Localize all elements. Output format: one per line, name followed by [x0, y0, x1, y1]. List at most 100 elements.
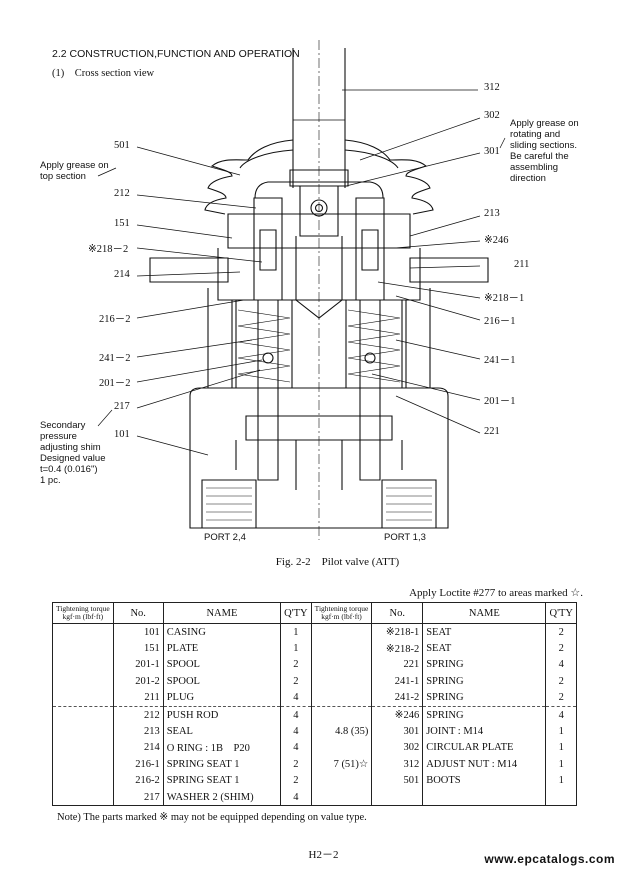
torque-header-line: Tightening torque [314, 604, 369, 613]
name-header: NAME [162, 602, 282, 624]
part-no-cell: 212 [112, 706, 164, 724]
part-name-cell: SPRING SEAT 1 [162, 772, 282, 789]
port-left-label: PORT 2,4 [204, 532, 246, 543]
part-label: 501 [114, 140, 130, 151]
part-label: 211 [514, 259, 530, 270]
qty-cell: 2 [280, 772, 312, 789]
part-no-cell: ※218-1 [371, 623, 424, 641]
part-no-cell: 241-2 [371, 689, 424, 707]
part-no-cell: 301 [371, 723, 424, 740]
qty-cell: 1 [545, 756, 577, 773]
torque-cell [310, 706, 373, 724]
loctite-note: Apply Loctite #277 to areas marked ☆. [409, 587, 583, 599]
callout-line: 1 pc. [40, 475, 61, 486]
torque-cell [310, 772, 373, 789]
qty-cell: 2 [545, 623, 577, 641]
callout-line: direction [510, 173, 546, 184]
torque-cell [52, 706, 114, 724]
section-heading: 2.2 CONSTRUCTION,FUNCTION AND OPERATION [52, 48, 300, 60]
qty-cell: 2 [545, 689, 577, 707]
part-label: 214 [114, 269, 130, 280]
part-label: 151 [114, 218, 130, 229]
part-label: 241－2 [99, 353, 131, 364]
part-no-cell: 302 [371, 739, 424, 757]
part-label: 212 [114, 188, 130, 199]
torque-header-line: kgf·m (lbf·ft) [321, 612, 362, 621]
part-name-cell: PLATE [162, 640, 282, 657]
part-name-cell: WASHER 2 (SHIM) [162, 788, 282, 807]
part-label: 216－1 [484, 316, 516, 327]
qty-cell: 2 [545, 640, 577, 657]
callout-line: Designed value [40, 453, 106, 464]
part-label: 101 [114, 429, 130, 440]
part-label: 216－2 [99, 314, 131, 325]
torque-cell [52, 772, 114, 789]
part-name-cell: SEAT [422, 640, 547, 657]
part-name-cell: ADJUST NUT : M14 [422, 756, 547, 773]
qty-cell: 2 [280, 673, 312, 690]
qty-cell: 4 [280, 739, 312, 757]
part-name-cell: SPRING SEAT 1 [162, 756, 282, 773]
part-no-cell [371, 788, 424, 807]
part-label: ※218－1 [484, 293, 525, 304]
torque-cell [52, 623, 114, 641]
qty-cell: 1 [280, 623, 312, 641]
pilot-valve-cross-section-diagram [97, 40, 506, 540]
part-name-cell: JOINT : M14 [422, 723, 547, 740]
watermark: www.epcatalogs.com [484, 852, 615, 866]
torque-cell [52, 756, 114, 773]
part-name-cell: SPOOL [162, 673, 282, 690]
part-name-cell: SPRING [422, 689, 547, 707]
torque-header-line: kgf·m (lbf·ft) [62, 612, 104, 621]
callout-line: pressure [40, 431, 77, 442]
qty-cell: 2 [280, 756, 312, 773]
name-header: NAME [422, 602, 547, 624]
no-header: No. [112, 602, 164, 624]
torque-cell [310, 689, 373, 707]
torque-cell [310, 623, 373, 641]
part-no-cell: 312 [371, 756, 424, 773]
figure-caption: Fig. 2-2 Pilot valve (ATT) [275, 556, 400, 568]
torque-cell [52, 788, 114, 807]
torque-cell [52, 689, 114, 707]
torque-cell [52, 656, 114, 674]
torque-cell [52, 739, 114, 757]
qty-header: Q'TY [280, 602, 312, 624]
torque-cell: 4.8 (35) [310, 723, 373, 740]
part-no-cell: ※218-2 [371, 640, 424, 657]
no-header: No. [371, 602, 424, 624]
callout-line: Apply grease on [510, 118, 579, 129]
qty-cell: 2 [545, 673, 577, 690]
part-label: ※218－2 [88, 244, 129, 255]
qty-cell: 1 [545, 739, 577, 757]
port-right-label: PORT 1,3 [384, 532, 426, 543]
qty-cell: 1 [545, 723, 577, 740]
callout-line: assembling [510, 162, 559, 173]
part-no-cell: 216-2 [112, 772, 164, 789]
qty-cell: 4 [280, 706, 312, 724]
torque-cell [52, 640, 114, 657]
part-name-cell: CASING [162, 623, 282, 641]
qty-cell: 4 [545, 656, 577, 674]
part-label: 312 [484, 82, 500, 93]
shim-callout: Secondary pressure adjusting shim Design… [40, 420, 106, 486]
callout-line: rotating and [510, 129, 561, 140]
part-no-cell: 201-1 [112, 656, 164, 674]
part-name-cell [422, 788, 547, 807]
callout-line: Secondary [40, 420, 86, 431]
part-label: 201－1 [484, 396, 516, 407]
part-label: 302 [484, 110, 500, 121]
part-no-cell: 221 [371, 656, 424, 674]
part-no-cell: 211 [112, 689, 164, 707]
qty-cell [545, 788, 577, 807]
torque-header-line: Tightening torque [56, 604, 110, 613]
